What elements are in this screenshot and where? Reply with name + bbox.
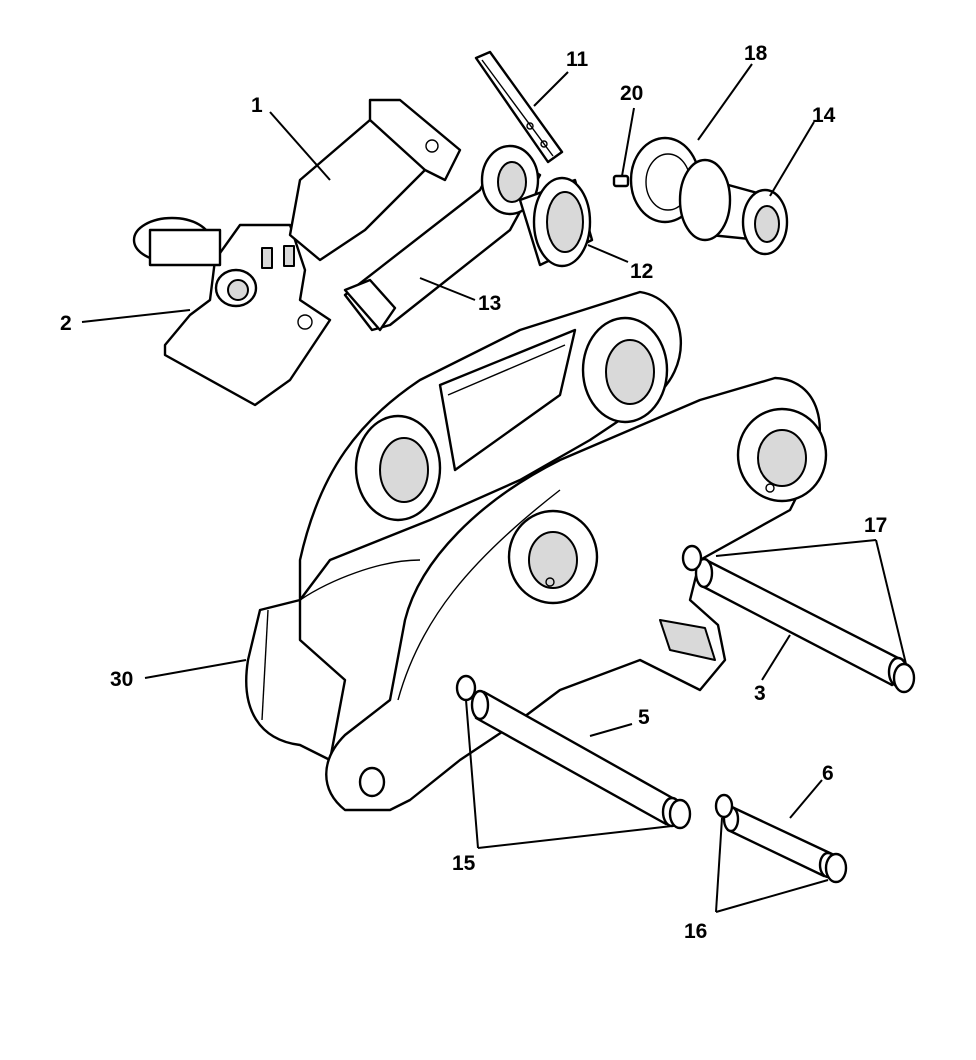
callout-15: 15 bbox=[452, 852, 476, 875]
front-plate-lug-hole bbox=[358, 766, 386, 798]
part-6-short-pin bbox=[722, 805, 838, 879]
part-15-circlips bbox=[455, 674, 692, 830]
callout-14: 14 bbox=[812, 104, 836, 127]
part-13-link-arm bbox=[343, 144, 542, 332]
part-2-hook-bracket bbox=[132, 216, 332, 407]
rear-plate-bore-right bbox=[581, 316, 669, 424]
callout-16: 16 bbox=[684, 920, 707, 943]
callout-17: 17 bbox=[864, 514, 887, 537]
callout-5: 5 bbox=[638, 706, 650, 729]
callout-6: 6 bbox=[822, 762, 834, 785]
part-3-long-pin bbox=[694, 557, 909, 688]
callout-20: 20 bbox=[620, 82, 643, 105]
callout-12: 12 bbox=[630, 260, 653, 283]
front-plate-boss-upper bbox=[736, 407, 828, 503]
callout-30: 30 bbox=[110, 668, 133, 691]
callout-2: 2 bbox=[60, 312, 72, 335]
part-16-circlips bbox=[714, 793, 848, 884]
rear-plate-bore-left bbox=[354, 414, 442, 522]
part-20-screw bbox=[612, 174, 630, 188]
callout-13: 13 bbox=[478, 292, 501, 315]
part-11-wear-bar bbox=[474, 50, 564, 164]
callout-11: 11 bbox=[566, 48, 589, 71]
front-plate-boss-lower bbox=[507, 509, 599, 605]
callouts: 1 2 3 5 6 11 12 13 14 15 16 17 18 20 30 bbox=[60, 42, 887, 943]
part-17-circlips bbox=[681, 544, 916, 694]
front-plate-hook-slot bbox=[659, 619, 716, 661]
part-14-flanged-pin bbox=[678, 158, 789, 256]
callout-18: 18 bbox=[744, 42, 768, 65]
leader-lines bbox=[81, 63, 907, 913]
callout-3: 3 bbox=[754, 682, 766, 705]
rear-plate-slot bbox=[438, 328, 577, 472]
part-1-clamp-pin bbox=[288, 98, 462, 262]
callout-1: 1 bbox=[251, 94, 263, 117]
main-frame-rear-plate bbox=[245, 290, 682, 762]
part-12-bushing bbox=[518, 176, 594, 268]
